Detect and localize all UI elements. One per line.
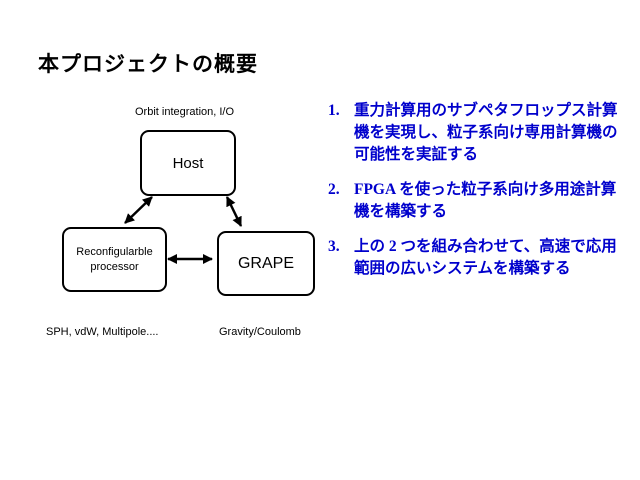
- list-item: 2. FPGA を使った粒子系向け多用途計算機を構築する: [328, 179, 622, 223]
- host-label: Host: [172, 154, 204, 172]
- host-box: Host: [140, 130, 236, 196]
- item-text: 重力計算用のサブペタフロップス計算機を実現し、粒子系向け専用計算機の可能性を実証…: [354, 102, 618, 163]
- item-number: 2.: [328, 181, 340, 198]
- grape-label: GRAPE: [237, 254, 294, 272]
- item-text: 上の 2 つを組み合わせて、高速で応用範囲の広いシステムを構築する: [354, 238, 617, 277]
- reconfig-caption: SPH, vdW, Multipole....: [46, 326, 159, 338]
- grape-caption: Gravity/Coulomb: [219, 326, 301, 338]
- item-text: FPGA を使った粒子系向け多用途計算機を構築する: [354, 181, 617, 220]
- diagram-arrows: [124, 196, 243, 264]
- list-item: 1. 重力計算用のサブペタフロップス計算機を実現し、粒子系向け専用計算機の可能性…: [328, 100, 622, 166]
- host-caption: Orbit integration, I/O: [135, 106, 235, 118]
- item-number: 1.: [328, 102, 340, 119]
- arrow-host-grape: [225, 196, 243, 227]
- item-number: 3.: [328, 238, 340, 255]
- goal-list: 1. 重力計算用のサブペタフロップス計算機を実現し、粒子系向け専用計算機の可能性…: [328, 100, 622, 293]
- grape-box: GRAPE: [217, 231, 315, 296]
- page-title: 本プロジェクトの概要: [38, 53, 258, 76]
- reconfig-label-line1: Reconfigularble: [76, 245, 153, 258]
- list-item: 3. 上の 2 つを組み合わせて、高速で応用範囲の広いシステムを構築する: [328, 236, 622, 280]
- arrow-host-reconfig: [124, 196, 153, 224]
- reconfig-label-line2: processor: [90, 260, 139, 273]
- reconfigurable-processor-box: Reconfigularble processor: [62, 227, 167, 292]
